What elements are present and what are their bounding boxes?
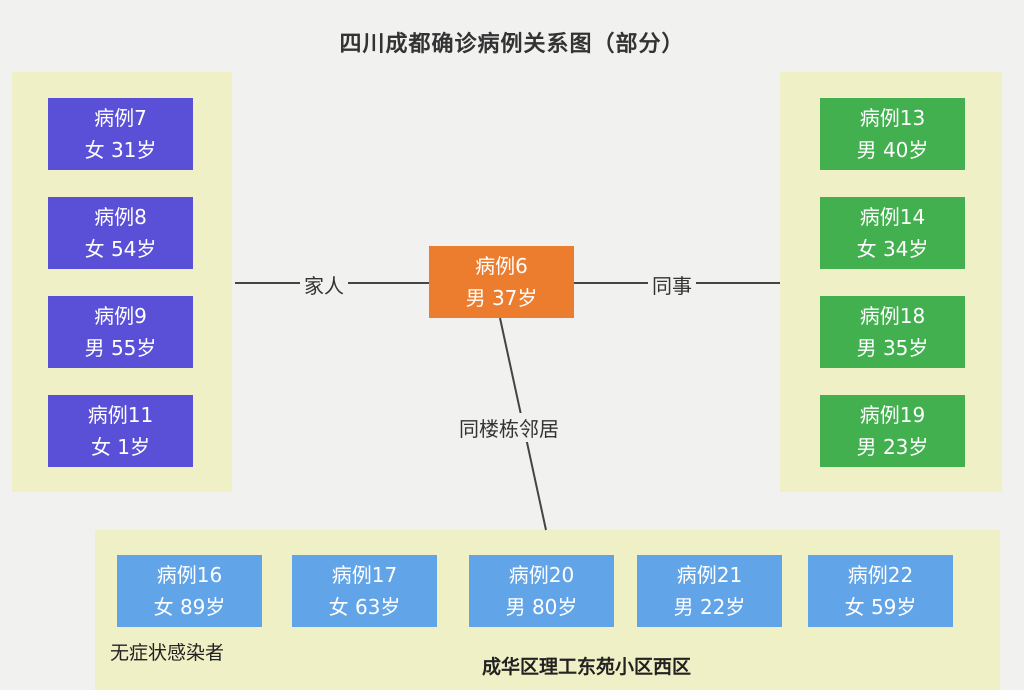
case-node: 病例18 男 35岁 bbox=[820, 296, 965, 368]
case-info: 男 55岁 bbox=[84, 336, 157, 360]
location-label: 成华区理工东苑小区西区 bbox=[482, 656, 692, 678]
case-node: 病例16 女 89岁 bbox=[117, 555, 262, 627]
case-node-center: 病例6 男 37岁 bbox=[429, 246, 574, 318]
case-id: 病例9 bbox=[94, 304, 147, 328]
relation-label-family: 家人 bbox=[300, 270, 348, 299]
case-node: 病例19 男 23岁 bbox=[820, 395, 965, 467]
case-id: 病例13 bbox=[859, 106, 926, 130]
case-info: 女 54岁 bbox=[84, 237, 157, 261]
case-info: 女 31岁 bbox=[84, 138, 157, 162]
case-info: 男 80岁 bbox=[505, 595, 578, 619]
case-id: 病例20 bbox=[508, 563, 575, 587]
case-node: 病例17 女 63岁 bbox=[292, 555, 437, 627]
diagram-title: 四川成都确诊病例关系图（部分） bbox=[339, 32, 685, 57]
case-info: 男 22岁 bbox=[673, 595, 746, 619]
case-id: 病例16 bbox=[156, 563, 223, 587]
case-id: 病例17 bbox=[331, 563, 398, 587]
case-info: 男 23岁 bbox=[856, 435, 929, 459]
case-id: 病例21 bbox=[676, 563, 743, 587]
case-info: 女 63岁 bbox=[328, 595, 401, 619]
case-info: 女 89岁 bbox=[153, 595, 226, 619]
case-id: 病例18 bbox=[859, 304, 926, 328]
case-info: 女 1岁 bbox=[90, 435, 151, 459]
relation-label-colleague: 同事 bbox=[648, 270, 696, 299]
case-node: 病例22 女 59岁 bbox=[808, 555, 953, 627]
case-info: 女 34岁 bbox=[856, 237, 929, 261]
case-node: 病例20 男 80岁 bbox=[469, 555, 614, 627]
case-info: 男 37岁 bbox=[465, 286, 538, 310]
case-id: 病例8 bbox=[94, 205, 147, 229]
case-node: 病例11 女 1岁 bbox=[48, 395, 193, 467]
case-id: 病例14 bbox=[859, 205, 926, 229]
case-node: 病例14 女 34岁 bbox=[820, 197, 965, 269]
case-node: 病例21 男 22岁 bbox=[637, 555, 782, 627]
asymptomatic-note: 无症状感染者 bbox=[110, 642, 225, 664]
case-node: 病例13 男 40岁 bbox=[820, 98, 965, 170]
case-info: 女 59岁 bbox=[844, 595, 917, 619]
relation-label-neighbor: 同楼栋邻居 bbox=[455, 413, 563, 442]
case-node: 病例9 男 55岁 bbox=[48, 296, 193, 368]
case-id: 病例11 bbox=[87, 403, 154, 427]
case-id: 病例19 bbox=[859, 403, 926, 427]
case-node: 病例7 女 31岁 bbox=[48, 98, 193, 170]
case-id: 病例7 bbox=[94, 106, 147, 130]
case-id: 病例22 bbox=[847, 563, 914, 587]
case-info: 男 40岁 bbox=[856, 138, 929, 162]
case-node: 病例8 女 54岁 bbox=[48, 197, 193, 269]
case-id: 病例6 bbox=[475, 254, 528, 278]
case-info: 男 35岁 bbox=[856, 336, 929, 360]
